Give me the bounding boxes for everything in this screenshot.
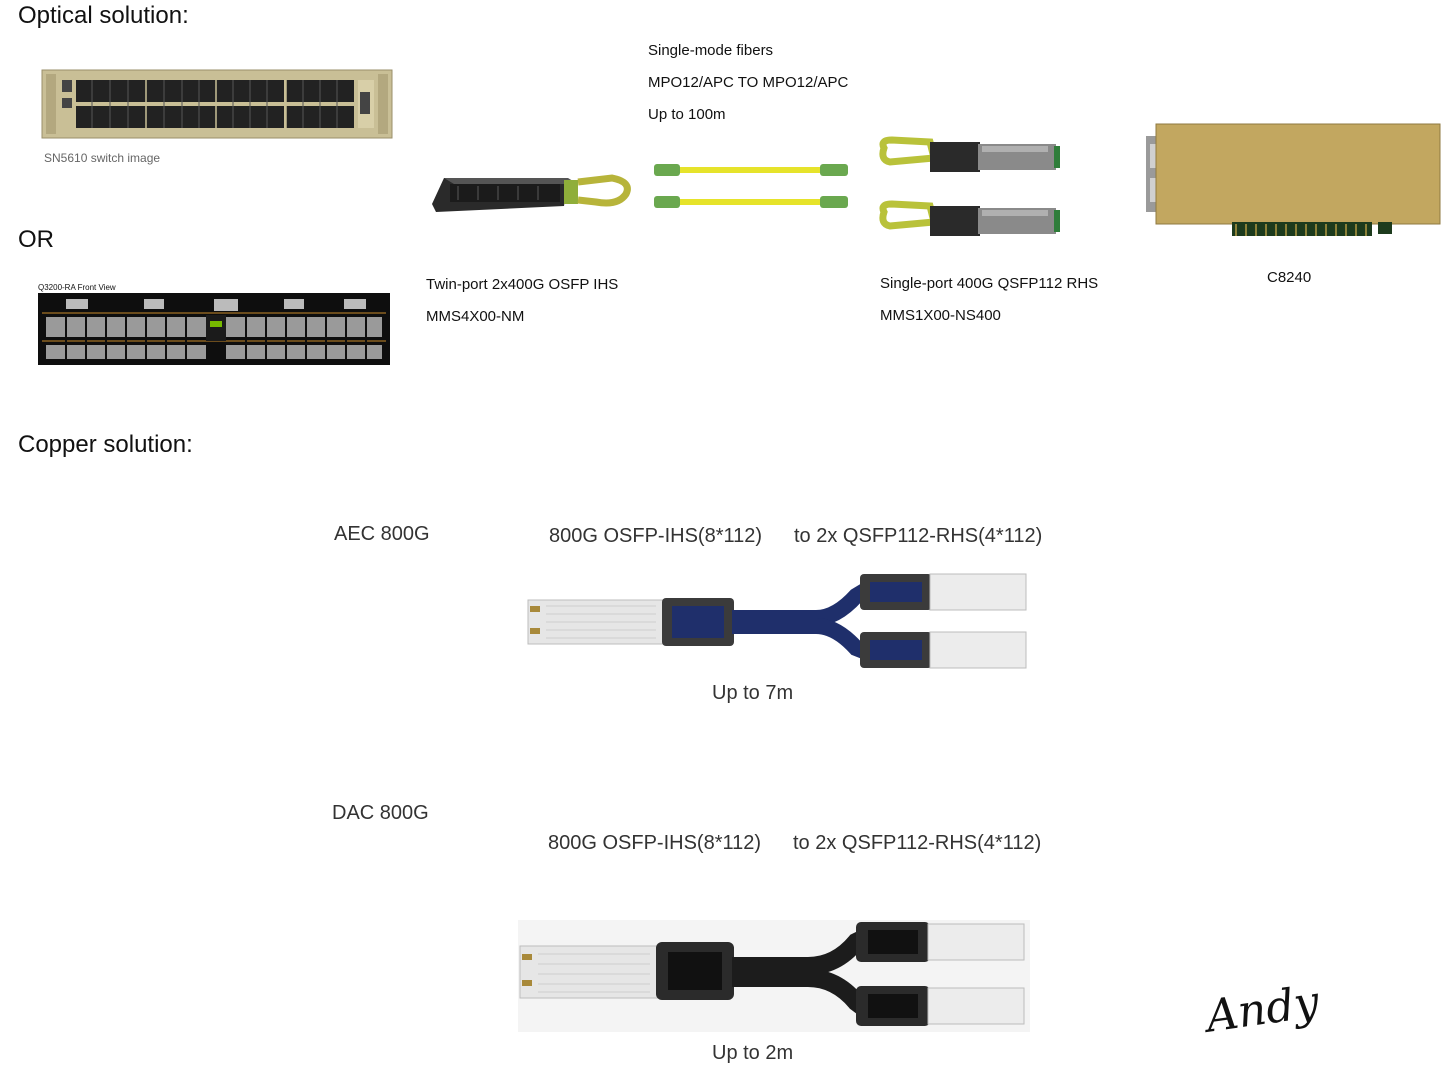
dac-right-spec: to 2x QSFP112-RHS(4*112) [793, 832, 1042, 854]
aec-title: AEC 800G [334, 523, 430, 545]
c8240-nic-image [1146, 123, 1441, 236]
sn5610-switch-image [41, 69, 393, 139]
aec-right-spec: to 2x QSFP112-RHS(4*112) [794, 525, 1043, 547]
q3200-switch-image [38, 293, 390, 365]
aec-reach: Up to 7m [712, 682, 794, 704]
dac-left-spec: 800G OSFP-IHS(8*112) [548, 832, 762, 854]
sn5610-caption: SN5610 switch image [44, 151, 161, 165]
fiber-line3: Up to 100m [648, 106, 726, 123]
dac-reach: Up to 2m [712, 1042, 794, 1064]
optical-heading: Optical solution: [18, 2, 189, 29]
fiber-cables-image [654, 164, 848, 208]
dac-cable-image [518, 920, 1030, 1032]
qsfp112-transceiver-image [879, 136, 1060, 236]
c8240-label: C8240 [1267, 269, 1312, 286]
qsfp-line2: MMS1X00-NS400 [880, 307, 1001, 324]
osfp-line1: Twin-port 2x400G OSFP IHS [426, 276, 619, 293]
osfp-transceiver-image [432, 174, 631, 212]
q3200-caption: Q3200-RA Front View [38, 283, 116, 292]
dac-title: DAC 800G [332, 802, 429, 824]
aec-left-spec: 800G OSFP-IHS(8*112) [549, 525, 763, 547]
copper-heading: Copper solution: [18, 431, 193, 458]
aec-cable-image [527, 573, 1027, 669]
andy-signature: Andy [1203, 976, 1323, 1043]
qsfp-line1: Single-port 400G QSFP112 RHS [880, 275, 1099, 292]
osfp-line2: MMS4X00-NM [426, 308, 525, 325]
fiber-line2: MPO12/APC TO MPO12/APC [648, 74, 849, 91]
fiber-line1: Single-mode fibers [648, 42, 774, 59]
or-label: OR [18, 226, 54, 253]
